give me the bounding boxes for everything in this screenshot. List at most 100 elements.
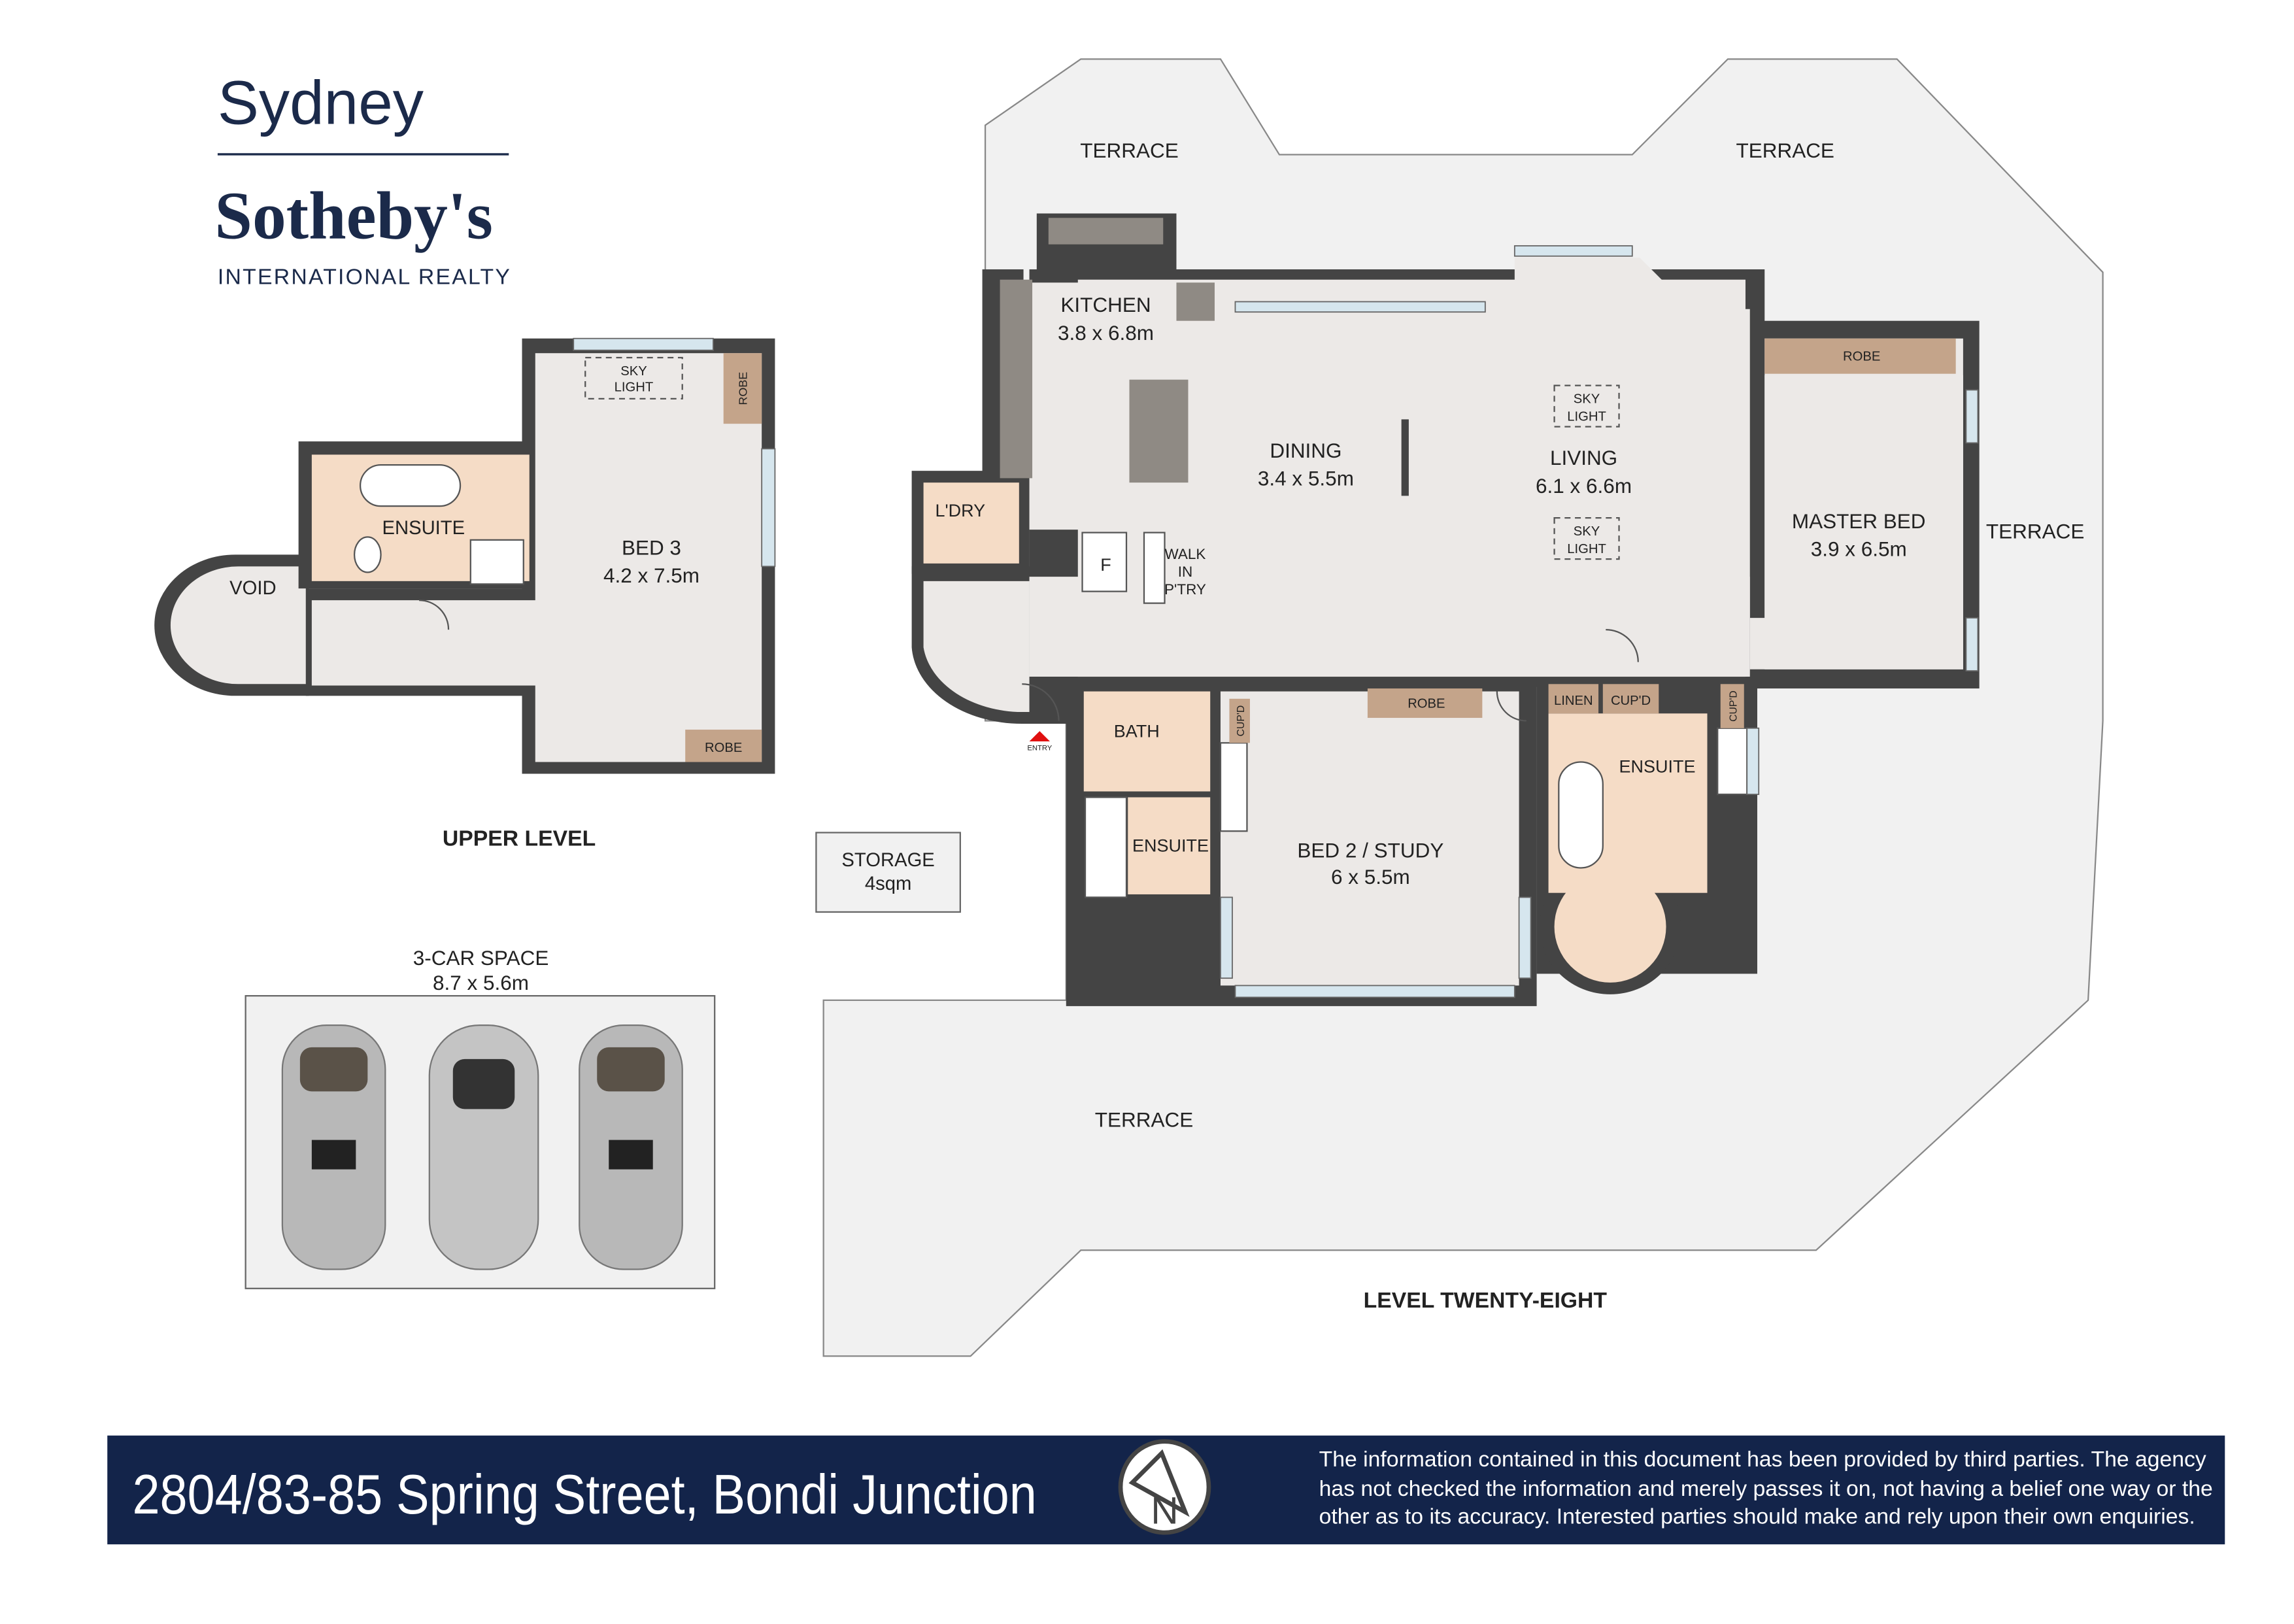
plan-shape: [1496, 691, 1527, 722]
disclaimer-line: has not checked the information and mere…: [1319, 1476, 2213, 1501]
car-icon: [579, 1024, 683, 1270]
plan-shape: [1048, 218, 1164, 245]
plan-label: P'TRY: [1164, 581, 1206, 598]
plan-shape: [1176, 282, 1215, 321]
compass-icon: N: [1118, 1439, 1211, 1535]
entry-arrow-icon: [1029, 731, 1051, 742]
property-address: 2804/83-85 Spring Street, Bondi Junction: [132, 1464, 1036, 1526]
plan-shape: [1022, 683, 1060, 721]
garage-name: 3-CAR SPACE: [413, 946, 549, 970]
room-living-size: 6.1 x 6.6m: [1536, 474, 1632, 498]
garage-plan: 3-CAR SPACE 8.7 x 5.6m: [245, 946, 716, 1289]
plan-shape: [1220, 896, 1233, 979]
plan-label: SKY: [620, 364, 647, 379]
plan-label: SKY: [1574, 524, 1600, 539]
plan-label: WALK: [1165, 546, 1206, 562]
upper-level-plan: ROBE ROBE SKY LIGHT BED 3 4.2 x 7.5m ENS…: [154, 337, 776, 851]
fridge-label: F: [1100, 555, 1111, 575]
plan-shape: [1720, 684, 1744, 728]
level-28-plan: ROBE ROBE LINEN CUP'D CUP'D CUP'D SKY LI…: [419, 58, 2104, 1357]
plan-shape: [1764, 338, 1956, 374]
plan-shape: [1518, 896, 1532, 979]
plan-shape: [1548, 684, 1599, 714]
plan-label: STORAGE: [841, 850, 934, 871]
room-bath: BATH: [1114, 721, 1160, 741]
plan-shape: [311, 600, 547, 686]
room-ensuite-upper: ENSUITE: [382, 518, 465, 539]
plan-shape: [1029, 577, 1750, 677]
terrace-label: TERRACE: [1736, 139, 1834, 162]
plan-label: IN: [1178, 564, 1193, 580]
plan-shape: [1128, 1449, 1190, 1517]
robe-label: ROBE: [1843, 349, 1880, 364]
plan-shape: [469, 539, 524, 585]
entry-label: ENTRY: [1027, 745, 1052, 753]
plan-label: 4sqm: [865, 873, 912, 894]
cupboard-label: CUP'D: [1236, 705, 1247, 737]
cupboard-label: CUP'D: [1728, 690, 1739, 722]
plan-shape: [1234, 301, 1486, 313]
plan-shape: [1513, 245, 1633, 257]
terrace-label: TERRACE: [1095, 1108, 1193, 1131]
plan-shape: [1965, 389, 1979, 444]
room-living-name: LIVING: [1550, 446, 1617, 469]
level-title: LEVEL TWENTY-EIGHT: [1364, 1288, 1608, 1313]
plan-shape: [815, 832, 961, 913]
robe-label: ROBE: [737, 372, 750, 405]
brand-sydney: Sydney: [218, 68, 424, 137]
room-bed2-size: 6 x 5.5m: [1331, 865, 1410, 888]
plan-label: SKY: [1574, 392, 1600, 407]
plan-shape: [311, 1140, 356, 1170]
plan-shape: [1553, 517, 1620, 560]
plan-shape: [1401, 419, 1409, 496]
plan-shape: [353, 536, 382, 573]
disclaimer-line: other as to its accuracy. Interested par…: [1319, 1504, 2195, 1529]
plan-shape: [1083, 691, 1211, 792]
plan-shape: [609, 1140, 653, 1170]
plan-shape: [1602, 684, 1659, 714]
brand-realty: INTERNATIONAL REALTY: [218, 264, 511, 289]
room-master-name: MASTER BED: [1792, 509, 1926, 533]
room-bed3-size: 4.2 x 7.5m: [603, 564, 700, 587]
plan-shape: [1558, 761, 1604, 869]
room-laundry: L'DRY: [936, 501, 986, 520]
robe-label: ROBE: [1408, 696, 1445, 711]
plan-shape: [359, 464, 462, 507]
plan-shape: [1084, 796, 1128, 898]
plan-shape: [1128, 797, 1211, 894]
plan-shape: [170, 566, 306, 685]
plan-shape: [1746, 727, 1760, 795]
room-kitchen-name: KITCHEN: [1060, 293, 1151, 316]
plan-shape: [1606, 628, 1639, 662]
room-master-size: 3.9 x 6.5m: [1811, 537, 1907, 561]
plan-shape: [1717, 727, 1748, 796]
garage-size: 8.7 x 5.6m: [433, 971, 529, 994]
robe-label: ROBE: [705, 741, 742, 755]
plan-label: LIGHT: [615, 381, 654, 395]
plan-shape: [573, 337, 714, 351]
plan-shape: [1000, 279, 1033, 479]
plan-shape: [1229, 698, 1250, 743]
plan-shape: [597, 1047, 665, 1092]
terrace-label: TERRACE: [1986, 520, 2084, 543]
room-ensuite-master: ENSUITE: [1619, 756, 1696, 776]
brand-logo: Sydney Sotheby's INTERNATIONAL REALTY: [214, 68, 511, 289]
room-ensuite-bed2: ENSUITE: [1132, 836, 1209, 856]
plan-shape: [1143, 532, 1166, 604]
plan-shape: [685, 730, 762, 762]
plan-shape: [761, 448, 776, 567]
plan-shape: [723, 353, 762, 424]
plan-shape: [584, 356, 683, 400]
plan-shape: [1965, 617, 1979, 671]
terrace-label: TERRACE: [1080, 139, 1178, 162]
plan-label: LIGHT: [1567, 410, 1606, 424]
plan-shape: [452, 1058, 515, 1109]
plan-shape: [923, 482, 1019, 564]
plan-shape: [923, 581, 1030, 713]
upper-level-title: UPPER LEVEL: [443, 826, 596, 851]
footer-bar: 2804/83-85 Spring Street, Bondi Junction…: [107, 1435, 2225, 1545]
room-kitchen-size: 3.8 x 6.8m: [1058, 321, 1154, 345]
plan-shape: [1554, 870, 1666, 983]
plan-shape: [1129, 379, 1189, 483]
plan-shape: [1234, 985, 1515, 998]
